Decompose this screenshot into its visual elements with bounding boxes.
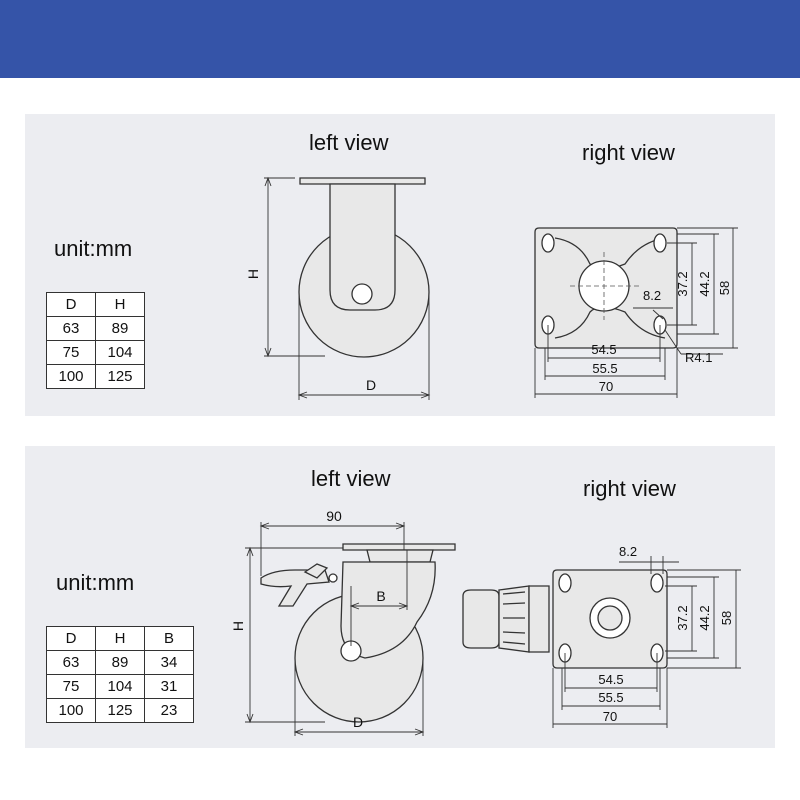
table-cell: 75 xyxy=(46,340,96,365)
h-dimension-label: H xyxy=(230,621,246,631)
table-row: 75 104 31 xyxy=(46,674,194,699)
hole-dimension-label: 8.2 xyxy=(619,544,637,559)
dim-58-label: 58 xyxy=(717,281,732,295)
brake-caster-panel: left view right view unit:mm D H B 63 89… xyxy=(25,446,775,748)
dim-70-label: 70 xyxy=(603,709,617,724)
left-view-title: left view xyxy=(309,130,389,155)
dim-37-2-label: 37.2 xyxy=(675,605,690,630)
brake-caster-left-view: 90 H B D xyxy=(230,508,456,736)
table-row: 63 89 34 xyxy=(46,650,194,675)
unit-label: unit:mm xyxy=(56,570,135,595)
table-row: 100 125 23 xyxy=(46,698,194,723)
dim-44-2-label: 44.2 xyxy=(697,271,712,296)
b-dimension-label: B xyxy=(376,588,385,604)
right-view-title: right view xyxy=(582,140,675,165)
dim-37-2-label: 37.2 xyxy=(675,271,690,296)
dim-44-2-label: 44.2 xyxy=(697,605,712,630)
left-view-title: left view xyxy=(311,466,391,491)
right-view-title: right view xyxy=(583,476,676,501)
d-dimension-label: D xyxy=(366,377,376,393)
dim-54-5-label: 54.5 xyxy=(598,672,623,687)
table-cell: 100 xyxy=(46,698,96,723)
table-row: 75 104 xyxy=(46,340,145,365)
table-cell: 104 xyxy=(95,340,145,365)
fixed-caster-drawing: H D xyxy=(245,176,738,400)
brake-caster-drawing: 90 H B D xyxy=(230,508,741,736)
table-row: 100 125 xyxy=(46,364,145,389)
fixed-caster-left-view: H D xyxy=(245,176,431,400)
table-cell: 125 xyxy=(95,698,145,723)
dim-55-5-label: 55.5 xyxy=(598,690,623,705)
fixed-caster-right-view: 37.2 44.2 58 8.2 R4.1 54.5 55.5 70 xyxy=(534,227,738,398)
table-header-cell: B xyxy=(144,626,194,651)
hole-dimension-label: 8.2 xyxy=(643,288,661,303)
table-header-cell: H xyxy=(95,626,145,651)
size-table: D H B 63 89 34 75 104 31 100 125 23 xyxy=(46,626,194,723)
dim-70-label: 70 xyxy=(599,379,613,394)
table-cell: 89 xyxy=(95,650,145,675)
table-cell: 23 xyxy=(144,698,194,723)
dim-55-5-label: 55.5 xyxy=(592,361,617,376)
top-banner xyxy=(0,0,800,78)
table-cell: 34 xyxy=(144,650,194,675)
table-row: 63 89 xyxy=(46,316,145,341)
dim-58-label: 58 xyxy=(719,611,734,625)
fixed-caster-panel: left view right view unit:mm D H 63 89 7… xyxy=(25,114,775,416)
table-cell: 89 xyxy=(95,316,145,341)
dim-54-5-label: 54.5 xyxy=(591,342,616,357)
brake-caster-right-view: 8.2 37.2 44.2 58 54.5 55.5 xyxy=(462,544,741,728)
table-cell: 104 xyxy=(95,674,145,699)
table-header-row: D H B xyxy=(46,626,194,651)
radius-label: R4.1 xyxy=(685,350,712,365)
table-cell: 63 xyxy=(46,650,96,675)
table-cell: 31 xyxy=(144,674,194,699)
d-dimension-label: D xyxy=(353,714,363,730)
table-cell: 125 xyxy=(95,364,145,389)
h-dimension-label: H xyxy=(245,269,261,279)
table-cell: 75 xyxy=(46,674,96,699)
unit-label: unit:mm xyxy=(54,236,133,261)
width-dimension-label: 90 xyxy=(326,508,342,524)
size-table: D H 63 89 75 104 100 125 xyxy=(46,292,145,389)
